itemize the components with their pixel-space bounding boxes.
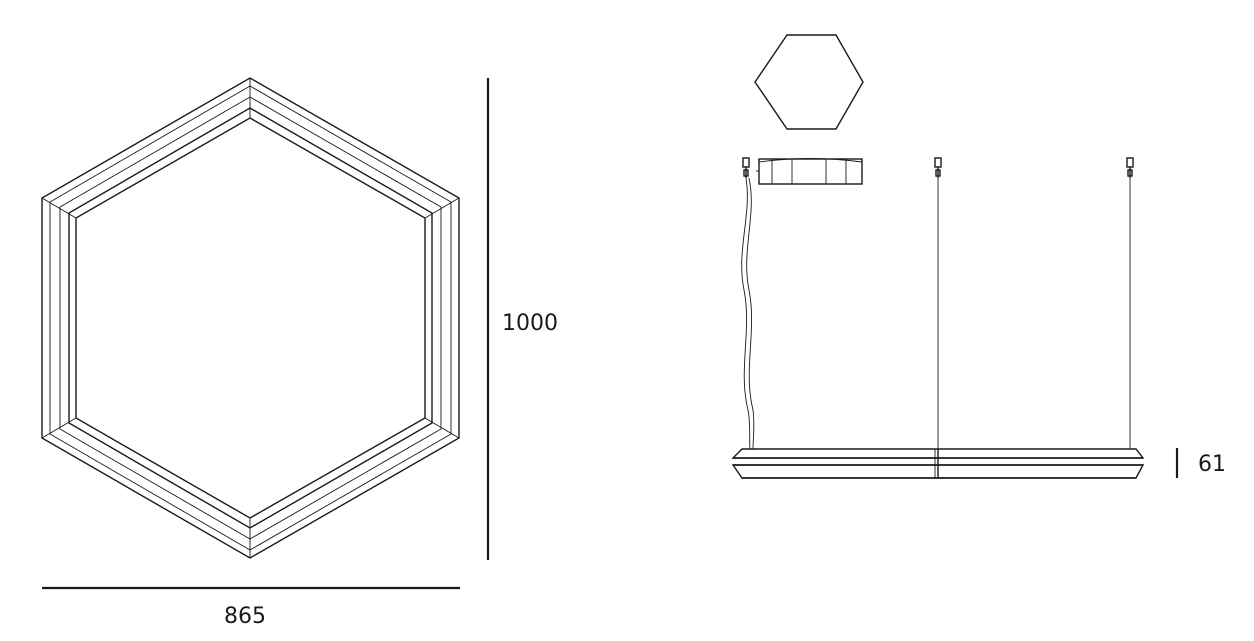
body-height-dimension: 61: [1175, 448, 1226, 478]
miter-top-right: [424, 197, 460, 219]
hexagon-inner-step-a: [68, 107, 433, 529]
miter-bottom-left: [41, 417, 77, 439]
canopy-body: [758, 158, 863, 185]
width-dimension: 865: [42, 586, 460, 629]
canopy-hexagon: [754, 34, 864, 130]
canopy: [756, 158, 863, 185]
miter-bottom-right: [424, 417, 460, 439]
ceiling-anchor-center: [934, 157, 942, 178]
hexagon-outer-edge: [41, 77, 460, 559]
power-cord-sheath: [746, 177, 755, 450]
luminaire-body: [731, 448, 1145, 479]
hexagon-bevel-line-1: [49, 85, 452, 551]
power-cord: [741, 177, 751, 450]
side-view-pendant: 61: [731, 34, 1226, 479]
height-dimension: 1000: [486, 78, 558, 560]
body-height-dimension-label: 61: [1198, 452, 1226, 477]
ceiling-anchor-right: [1126, 157, 1134, 178]
top-view-hexagon: [41, 77, 460, 559]
width-dimension-label: 865: [224, 604, 266, 629]
miter-top-left: [41, 197, 77, 219]
height-dimension-label: 1000: [502, 311, 558, 336]
ceiling-anchor-left: [742, 157, 750, 178]
